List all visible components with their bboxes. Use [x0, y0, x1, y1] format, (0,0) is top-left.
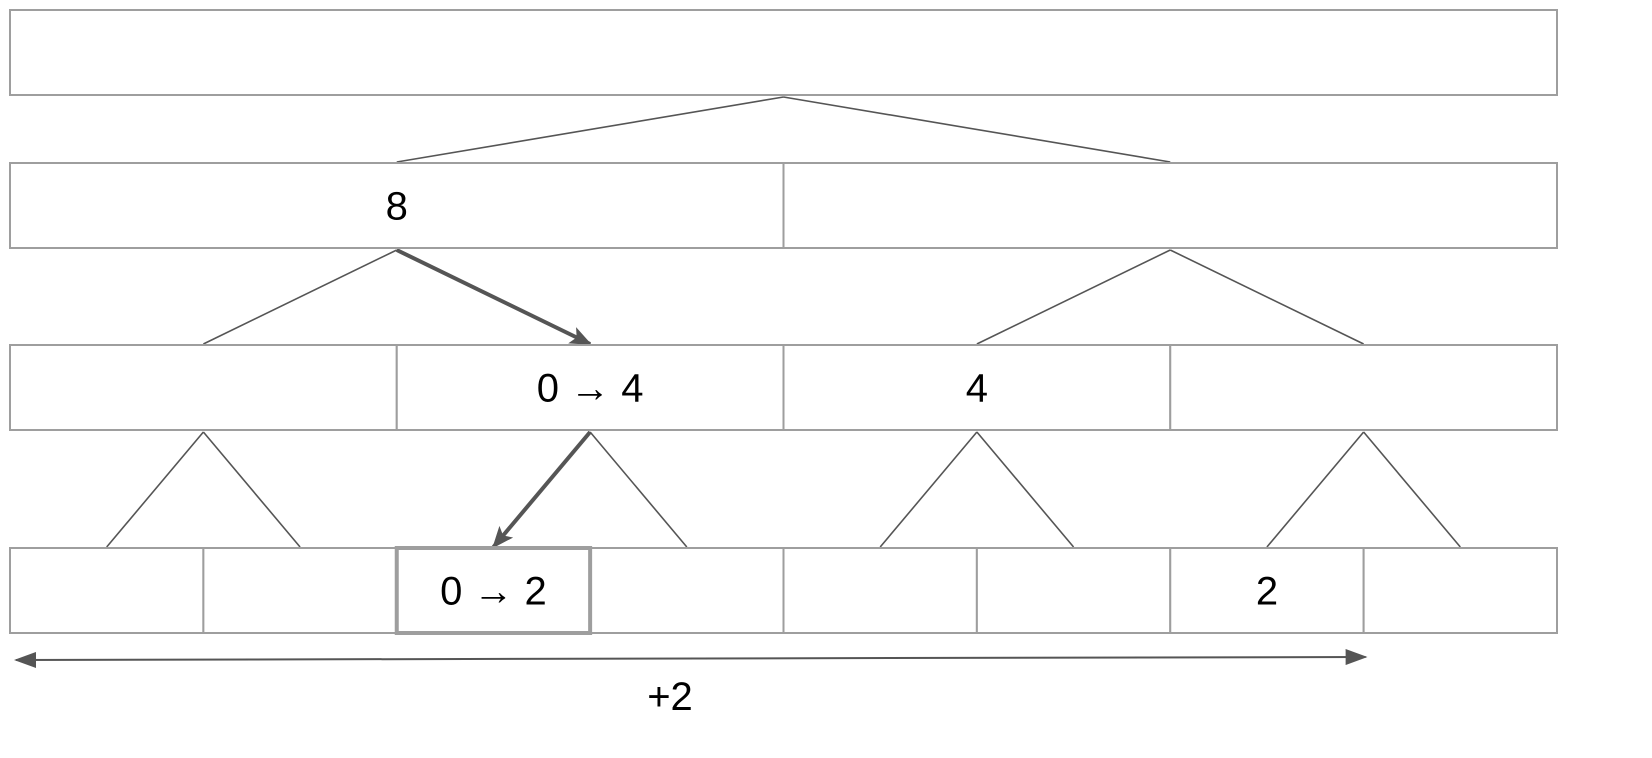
node-value: 0 → 4	[537, 367, 644, 411]
tree-level-0	[9, 9, 1558, 96]
tree-edge	[1169, 249, 1364, 345]
node-cell	[1169, 344, 1558, 431]
node-value: 4	[966, 367, 988, 411]
highlighted-node-cell	[394, 546, 593, 635]
tree-level-1: 8	[9, 162, 1558, 249]
node-value: 0 → 2	[440, 570, 547, 614]
range-update-label: +2	[647, 675, 693, 719]
node-cell	[975, 547, 1172, 634]
tree-edge	[1266, 431, 1365, 548]
tree-edge	[203, 249, 398, 345]
node-cell	[202, 547, 398, 634]
update-path-arrow	[491, 430, 592, 549]
tree-edge	[396, 96, 784, 163]
tree-edge	[879, 431, 978, 548]
tree-edge	[783, 96, 1171, 163]
tree-levels: 8 0 → 4 4 0 → 2 2	[9, 9, 1558, 635]
tree-edges	[106, 96, 1461, 549]
node-cell	[9, 547, 205, 634]
node-cell	[9, 9, 1558, 96]
tree-level-3: 0 → 2 2	[9, 546, 1558, 635]
tree-edge	[976, 249, 1171, 345]
tree-edge	[976, 431, 1075, 548]
range-update-arrow	[14, 649, 1368, 668]
tree-edge	[589, 431, 688, 548]
node-cell	[782, 344, 1172, 431]
node-cell	[9, 344, 398, 431]
tree-edge	[106, 431, 204, 548]
range-update: +2	[14, 649, 1368, 719]
tree-edge	[202, 431, 301, 548]
tree-level-2: 0 → 4 4	[9, 344, 1558, 431]
node-cell	[782, 162, 1558, 249]
node-value: 8	[386, 185, 408, 229]
node-value: 2	[1256, 570, 1278, 614]
node-cell	[1362, 547, 1558, 634]
update-path-arrow	[395, 248, 592, 346]
node-cell	[782, 547, 978, 634]
tree-edge	[1363, 431, 1461, 548]
node-cell	[589, 547, 785, 634]
